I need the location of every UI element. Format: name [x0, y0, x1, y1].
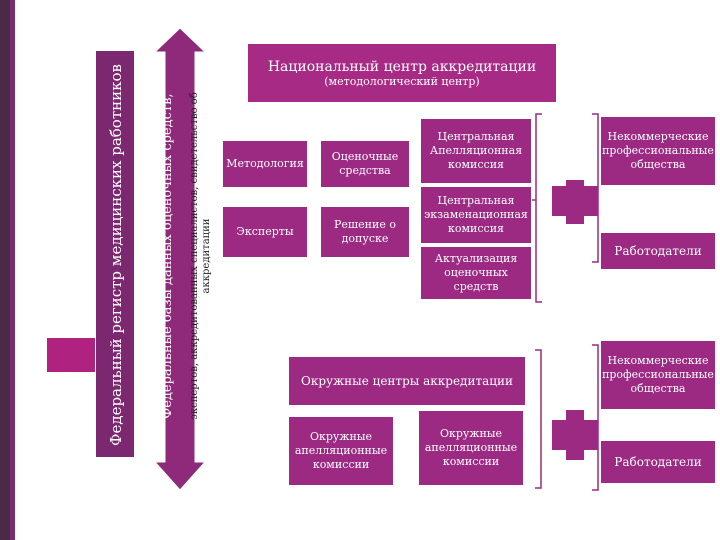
- right-bottom-bracket: [592, 344, 599, 491]
- commissions-bracket: [535, 113, 542, 303]
- district-appeal-box-2: Окружные апелляционные комиссии: [418, 410, 524, 486]
- national-center-subtitle: (методологический центр): [324, 74, 480, 88]
- nonprofit-top-box: Некоммерческие профессиональные общества: [600, 116, 716, 186]
- double-arrow-shape: [153, 27, 207, 491]
- nonprofit-bottom-box: Некоммерческие профессиональные общества: [600, 340, 716, 410]
- admission-decision-box: Решение о допуске: [320, 206, 410, 258]
- federal-register-tab: [47, 338, 95, 372]
- federal-databases-subtext: экспертов, аккредитованных специалистов,…: [180, 50, 212, 462]
- district-bracket: [535, 349, 542, 489]
- central-exam-box: Центральная экзаменационная комиссия: [420, 186, 532, 244]
- national-center-title: Национальный центр аккредитации: [267, 58, 537, 75]
- employers-bottom-box: Работодатели: [600, 440, 716, 484]
- federal-register-bar: Федеральный регистр медицинских работник…: [95, 50, 135, 458]
- right-top-connector-inner: [566, 180, 584, 224]
- right-bottom-connector-inner: [566, 410, 584, 460]
- federal-databases-line3: аккредитации: [201, 218, 212, 294]
- update-tools-box: Актуализация оценочных средств: [420, 246, 532, 300]
- employers-top-box: Работодатели: [600, 232, 716, 270]
- assessment-tools-box: Оценочные средства: [320, 140, 410, 188]
- experts-box: Эксперты: [222, 206, 308, 258]
- central-appeal-box: Центральная Апелляционная комиссия: [420, 118, 532, 184]
- right-top-bracket: [592, 113, 599, 263]
- district-centers-box: Окружные центры аккредитации: [288, 356, 526, 406]
- left-edge-accent: [10, 0, 15, 540]
- national-center-box: Национальный центр аккредитации (методол…: [248, 44, 556, 102]
- methodology-box: Методология: [222, 140, 308, 188]
- district-appeal-box: Окружные апелляционные комиссии: [288, 416, 394, 486]
- left-edge-strip: [0, 0, 10, 540]
- federal-databases-line2: экспертов, аккредитованных специалистов,…: [189, 92, 200, 420]
- federal-databases-line1: Федеральные базы данных оценочных средст…: [160, 93, 175, 419]
